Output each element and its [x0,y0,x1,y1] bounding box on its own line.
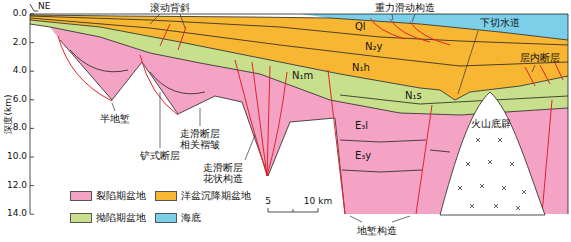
direction-mark [30,4,38,11]
horizon-line [430,150,450,152]
formation-label: Ql [355,21,366,32]
horizon-line [340,140,426,142]
faults [58,18,563,214]
structure-label: 地堑构造 [357,225,397,236]
fault-line [235,60,267,176]
axis-tick-label: 6.0 [13,95,27,105]
leader-lines [112,14,535,222]
scale-label: 5 [265,197,271,207]
structure-label: 下切水道 [480,17,520,28]
frame [30,4,568,214]
legend-swatch [70,213,92,223]
formation-label: E₃y [355,150,371,161]
legend-swatch [155,191,177,201]
axis-tick-label: 8.0 [13,123,27,133]
legend-text: 拗陷期盆地 [96,212,146,223]
legend-text: 海底 [181,212,201,223]
fault-line [328,70,345,214]
rift-layer [50,27,568,214]
structure-label: 层内断层 [520,52,560,63]
horizon-line [30,18,568,66]
structure-label: 滚动背斜 [150,2,190,13]
fault-line [525,67,535,86]
frame-line [30,14,568,214]
legend-swatch [70,191,92,201]
formation-label: N₁m [292,70,313,81]
structure-label: 铲式断层 [140,150,180,161]
structure-label: 走滑断层 花状构造 [203,162,247,184]
fault-line [267,66,270,176]
legend-swatch [155,213,177,223]
legend-text: 洋盆沉降期盆地 [181,190,251,201]
structure-label: 走滑断层 相关褶皱 [180,128,224,150]
fault-line [416,105,432,214]
layer-boundaries [30,15,568,214]
leader-line [350,216,410,222]
leader-line [245,135,255,160]
fault-line [140,55,178,115]
axis-tick-label: 0.0 [13,9,27,19]
direction-label: NE [38,2,50,12]
horizon-line [150,72,205,94]
depth-axis [30,14,34,214]
fault-line [58,36,112,101]
fault-line [160,24,170,46]
volcanic-crosses [458,138,526,210]
structure-label: 火山底辟 [471,119,511,129]
structure-label: 半地堑 [100,113,130,124]
leader-line [112,103,115,111]
fault-line [540,65,550,84]
horizon-line [340,95,568,104]
horizon-line [30,20,568,100]
cross-mark [458,138,526,210]
fault-line [370,18,405,39]
axis-tick-label: 12.0 [7,181,27,191]
leader-line [160,92,161,148]
structure-label: 重力滑动构造 [375,2,435,13]
horizon-line [342,170,422,172]
fault-line [410,22,450,45]
axis-tick-label: 10.0 [7,152,27,162]
fault-line [252,62,267,176]
leader-line [200,108,201,126]
axis-title: 深度(km) [4,94,14,133]
leader-line [532,65,535,72]
axis-tick-label: 14.0 [7,209,27,219]
leader-line [392,14,415,22]
scale-label: 10 km [304,197,332,207]
axis-tick-label: 4.0 [13,66,27,76]
leader-line [458,31,478,94]
formation-label: E₃l [355,120,368,131]
formation-label: N₁s [405,90,422,101]
leader-line [150,14,185,28]
fault-line [542,100,552,214]
fault-line [267,72,287,176]
volcanic-diapir [440,92,545,215]
fault-line [178,27,186,50]
horizon-line [70,50,128,72]
basement-line [60,40,345,214]
formation-label: N₂y [365,41,382,52]
axis-tick-label: 2.0 [13,38,27,48]
legend-text: 裂陷期盆地 [96,190,146,201]
scale-bar [268,208,318,212]
formation-label: N₁h [352,62,370,73]
fault-line [555,63,563,80]
